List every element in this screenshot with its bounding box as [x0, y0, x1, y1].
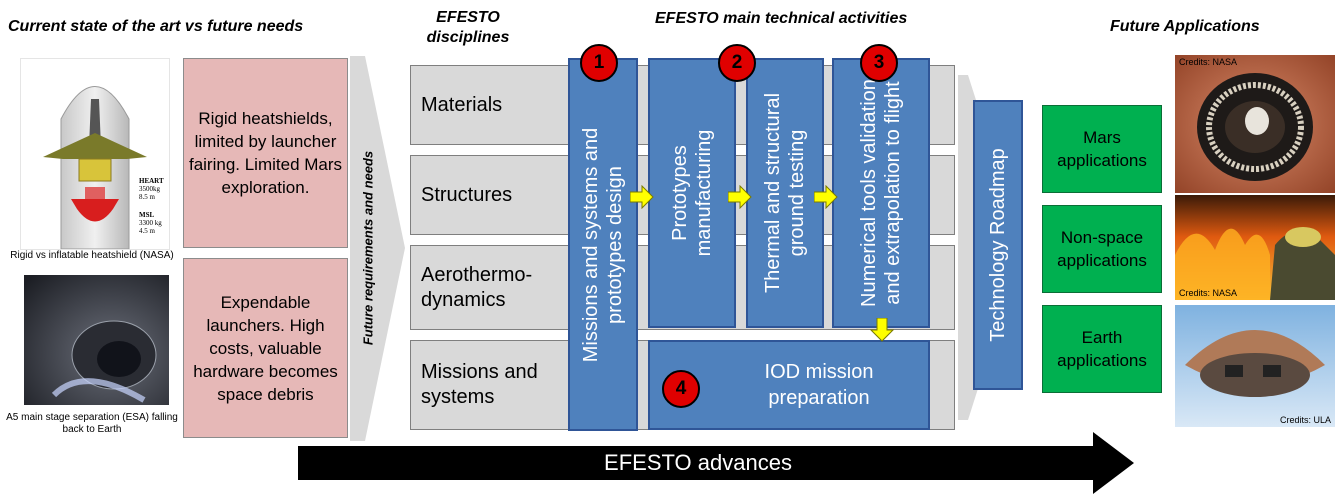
- credit-mars: Credits: NASA: [1179, 57, 1238, 67]
- mars-heatshield-photo: [1175, 55, 1335, 193]
- activities-header: EFESTO main technical activities: [655, 10, 908, 27]
- app-earth: Earth applications: [1042, 305, 1162, 393]
- activity-2-label: Prototypes manufacturing: [669, 129, 715, 257]
- firefighter-photo: [1175, 195, 1335, 300]
- badge-1: 1: [580, 44, 618, 82]
- activity-3-label: Numerical tools validation and extrapola…: [858, 79, 904, 307]
- app-mars: Mars applications: [1042, 105, 1162, 193]
- advances-label: EFESTO advances: [604, 450, 792, 475]
- future-header: Future Applications: [1110, 18, 1260, 35]
- credit-earth: Credits: ULA: [1279, 415, 1331, 425]
- disciplines-header-line1: EFESTO: [436, 9, 500, 26]
- technology-roadmap-box: Technology Roadmap: [973, 100, 1023, 390]
- msl-label-title: MSL: [139, 211, 155, 219]
- discipline-structures-label: Structures: [421, 183, 513, 206]
- advances-arrow: [298, 432, 1134, 494]
- credit-fire: Credits: NASA: [1179, 288, 1238, 298]
- activity-1-design: Missions and systems and prototypes desi…: [568, 58, 638, 431]
- arrow-down-icon: [870, 318, 894, 342]
- badge-4: 4: [662, 370, 700, 408]
- app-non-space: Non-space applications: [1042, 205, 1162, 293]
- mars-photo: Credits: NASA: [1175, 55, 1335, 193]
- arrow-right-icon: [630, 185, 654, 209]
- a5-stage-photo: [24, 275, 169, 405]
- heatshield-caption: Rigid vs inflatable heatshield (NASA): [10, 250, 174, 261]
- requirements-chevron: [350, 56, 405, 441]
- future-requirements-label: Future requirements and needs: [360, 150, 376, 346]
- activity-2b-testing: Thermal and structural ground testing: [746, 58, 824, 328]
- activity-1-label: Missions and systems and prototypes desi…: [580, 127, 626, 362]
- heatshield-illustration: [43, 86, 147, 250]
- heart-label-title: HEART: [139, 177, 164, 185]
- discipline-missions-systems-label: Missions and systems: [421, 361, 538, 408]
- a5-stage-image: [24, 275, 169, 405]
- activity-2b-label: Thermal and structural ground testing: [762, 92, 808, 294]
- need-box-launchers: Expendable launchers. High costs, valuab…: [183, 258, 348, 438]
- discipline-aerothermodynamics-label: Aerothermo-dynamics: [421, 263, 533, 311]
- iod-mission-label: IOD mission preparation: [764, 361, 874, 409]
- activity-2-manufacturing: Prototypes manufacturing: [648, 58, 736, 328]
- heart-label: HEART 3500kg 8.5 m: [139, 177, 164, 201]
- badge-2: 2: [718, 44, 756, 82]
- left-header: Current state of the art vs future needs: [8, 18, 304, 35]
- earth-photo: Credits: ULA: [1175, 305, 1335, 427]
- heatshield-image: HEART 3500kg 8.5 m MSL 3300 kg 4.5 m: [20, 58, 170, 250]
- a5-caption: A5 main stage separation (ESA) falling b…: [6, 412, 178, 435]
- arrow-right-icon: [814, 185, 838, 209]
- heart-label-sub: 3500kg 8.5 m: [139, 185, 160, 201]
- fire-photo: Credits: NASA: [1175, 195, 1335, 300]
- msl-label: MSL 3300 kg 4.5 m: [139, 211, 162, 235]
- badge-3: 3: [860, 44, 898, 82]
- disciplines-header: EFESTO disciplines: [418, 8, 518, 48]
- disciplines-header-line2: disciplines: [426, 29, 510, 46]
- capsule-photo: [1175, 305, 1335, 427]
- need-box-heatshields: Rigid heatshields, limited by launcher f…: [183, 58, 348, 248]
- msl-label-sub: 3300 kg 4.5 m: [139, 219, 162, 235]
- technology-roadmap-label: Technology Roadmap: [987, 148, 1009, 342]
- discipline-materials-label: Materials: [421, 93, 503, 116]
- arrow-right-icon: [728, 185, 752, 209]
- activity-3-numerical-tools: Numerical tools validation and extrapola…: [832, 58, 930, 328]
